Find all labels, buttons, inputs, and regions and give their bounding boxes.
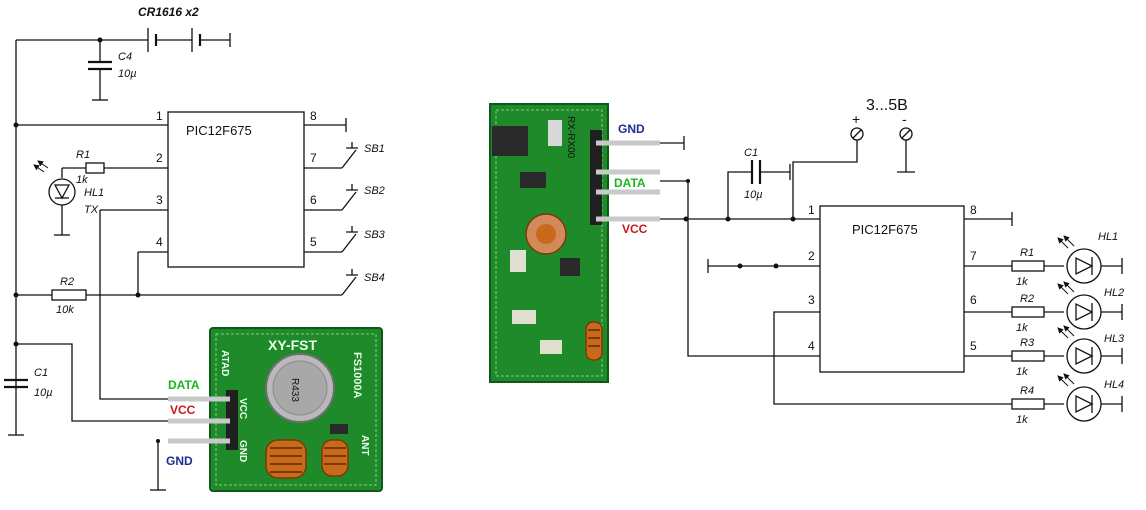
module-label-vcc: VCC <box>170 403 196 417</box>
module-model: FS1000A <box>351 352 363 399</box>
c4-value: 10µ <box>118 68 137 80</box>
ic-pin-5: 5 <box>310 235 317 249</box>
hl1-note: TX <box>84 204 99 216</box>
r4-receiver-ref: R4 <box>1020 385 1034 397</box>
receiver-ic-pin-4: 4 <box>808 339 815 353</box>
ic-pin-4: 4 <box>156 235 163 249</box>
receiver-label-vcc: VCC <box>622 222 648 236</box>
c1-ref: C1 <box>34 367 48 379</box>
led-hl4-receiver: HL4 <box>1057 373 1124 422</box>
hl3-receiver-label: HL3 <box>1104 333 1125 345</box>
transmitter-schematic: CR1616 x2 C4 10µ PIC12F675 1 2 3 4 <box>4 5 386 492</box>
led-hl1-receiver: HL1 <box>1057 231 1123 284</box>
capacitor-c4: C4 10µ <box>88 37 137 101</box>
receiver-ic-pin-7: 7 <box>970 249 977 263</box>
receiver-module: RX-RX00 GND DATA VCC <box>489 103 660 383</box>
resistor-r3-receiver: R3 1k <box>1011 337 1064 378</box>
module-pin-data: ATAD <box>219 350 230 376</box>
supply-minus: - <box>902 111 907 127</box>
fs1000a-module: XY-FST FS1000A ATAD VCC GND ANT R433 <box>166 327 383 492</box>
sb4-label: SB4 <box>364 272 385 284</box>
coil-small-icon <box>321 439 349 477</box>
r2-value: 10k <box>56 304 74 316</box>
ic-pin-6: 6 <box>310 193 317 207</box>
receiver-ic-pin-1: 1 <box>808 203 815 217</box>
ic-pin-3: 3 <box>156 193 163 207</box>
switch-sb1: SB1 <box>341 142 385 169</box>
c1-receiver-ref: C1 <box>744 147 758 159</box>
sb1-label: SB1 <box>364 143 385 155</box>
c1-value: 10µ <box>34 387 53 399</box>
switch-sb3: SB3 <box>341 226 386 253</box>
receiver-ic-name: PIC12F675 <box>852 222 918 237</box>
battery-symbol: CR1616 x2 <box>138 5 231 52</box>
switch-sb4: SB4 <box>341 269 385 296</box>
pic12f675-ic-transmitter: PIC12F675 1 2 3 4 8 7 6 5 <box>13 109 347 268</box>
crystal-marking: R433 <box>289 378 300 402</box>
receiver-ic-pin-3: 3 <box>808 293 815 307</box>
module-label-data: DATA <box>168 378 200 392</box>
receiver-label-data: DATA <box>614 176 646 190</box>
r3-receiver-value: 1k <box>1016 366 1028 378</box>
resistor-r1-receiver: R1 1k <box>1011 247 1064 288</box>
module-pin-vcc: VCC <box>237 398 248 419</box>
receiver-ic-pin-5: 5 <box>970 339 977 353</box>
hl1-ref: HL1 <box>84 187 104 199</box>
r3-receiver-ref: R3 <box>1020 337 1035 349</box>
receiver-marking: RX-RX00 <box>565 116 576 159</box>
sb3-label: SB3 <box>364 229 386 241</box>
switch-sb2: SB2 <box>341 184 385 211</box>
led-hl1: HL1 TX <box>33 160 104 236</box>
resistor-r2-receiver: R2 1k <box>1011 293 1064 334</box>
r2-ref: R2 <box>60 276 74 288</box>
r4-receiver-value: 1k <box>1016 414 1028 426</box>
r1-receiver-value: 1k <box>1016 276 1028 288</box>
c4-ref: C4 <box>118 51 132 63</box>
resistor-r2: R2 10k <box>13 252 342 316</box>
ic-pin-8: 8 <box>310 109 317 123</box>
receiver-ic-pin-8: 8 <box>970 203 977 217</box>
supply-voltage: 3...5В <box>866 97 908 114</box>
ic-pin-2: 2 <box>156 151 163 165</box>
receiver-ic-pin-6: 6 <box>970 293 977 307</box>
receiver-ic-pin-2: 2 <box>808 249 815 263</box>
capacitor-c1-transmitter: C1 10µ <box>4 341 168 436</box>
battery-label: CR1616 x2 <box>138 5 199 19</box>
pic12f675-ic-receiver: PIC12F675 1 2 3 4 8 7 6 5 <box>707 203 1026 405</box>
receiver-schematic: RX-RX00 GND DATA VCC C1 <box>489 97 1125 426</box>
resistor-r4-receiver: R4 1k <box>1011 385 1064 426</box>
c1-receiver-value: 10µ <box>744 189 763 201</box>
supply-plus: + <box>852 111 860 127</box>
r1-receiver-ref: R1 <box>1020 247 1034 259</box>
capacitor-c1-receiver: C1 10µ <box>727 147 791 219</box>
receiver-label-gnd: GND <box>618 122 645 136</box>
coil-large-icon <box>265 439 307 479</box>
led-hl2-receiver: HL2 <box>1057 281 1124 330</box>
hl4-receiver-label: HL4 <box>1104 379 1124 391</box>
sb2-label: SB2 <box>364 185 385 197</box>
r2-receiver-value: 1k <box>1016 322 1028 334</box>
power-supply-terminals: 3...5В + - <box>792 97 915 219</box>
hl2-receiver-label: HL2 <box>1104 287 1124 299</box>
ic-name: PIC12F675 <box>186 123 252 138</box>
resistor-r1: R1 1k <box>61 149 148 186</box>
ic-pin-1: 1 <box>156 109 163 123</box>
receiver-inductor-icon <box>585 321 603 361</box>
r2-receiver-ref: R2 <box>1020 293 1034 305</box>
ic-pin-7: 7 <box>310 151 317 165</box>
r1-value: 1k <box>76 174 88 186</box>
module-pin-gnd: GND <box>237 440 248 462</box>
module-title: XY-FST <box>268 337 317 353</box>
led-hl3-receiver: HL3 <box>1057 325 1125 374</box>
module-label-gnd: GND <box>166 454 193 468</box>
receiver-coil-icon <box>525 213 567 255</box>
r1-ref: R1 <box>76 149 90 161</box>
hl1-receiver-label: HL1 <box>1098 231 1118 243</box>
module-ant: ANT <box>359 435 370 456</box>
